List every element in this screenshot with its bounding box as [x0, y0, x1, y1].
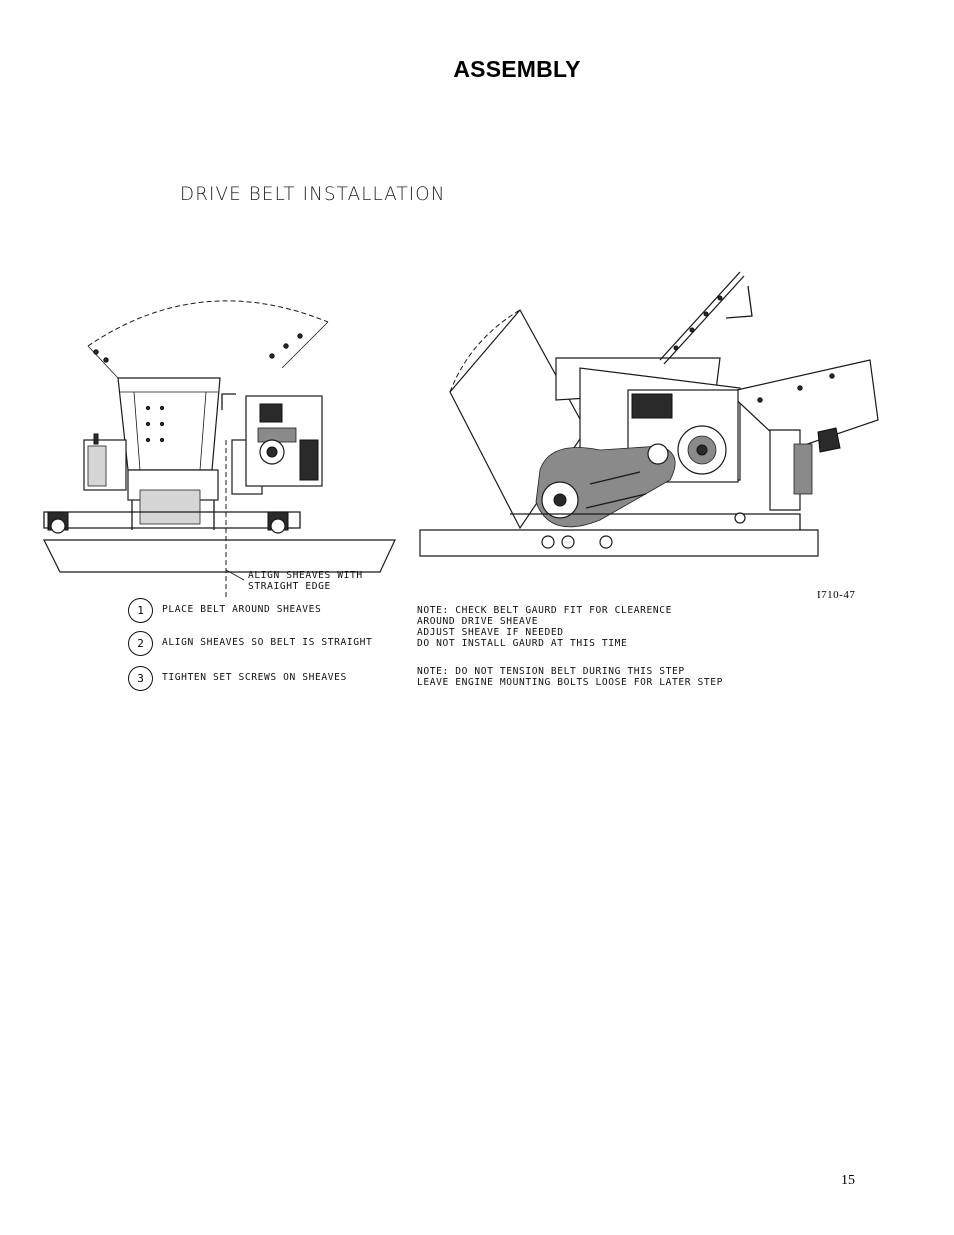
step-number-badge: 2 [128, 631, 153, 656]
step-number-badge: 1 [128, 598, 153, 623]
drawing-title: DRIVE BELT INSTALLATION [180, 183, 446, 205]
step-text: PLACE BELT AROUND SHEAVES [162, 604, 322, 615]
note-belt-guard: NOTE: CHECK BELT GAURD FIT FOR CLEARENCE… [417, 605, 673, 649]
step-text: ALIGN SHEAVES SO BELT IS STRAIGHT [162, 637, 373, 648]
page-number: 15 [841, 1173, 855, 1188]
step-number-badge: 3 [128, 666, 153, 691]
page-heading: ASSEMBLY [453, 56, 581, 82]
step-item: 1 PLACE BELT AROUND SHEAVES [128, 598, 408, 624]
note-belt-tension: NOTE: DO NOT TENSION BELT DURING THIS ST… [417, 666, 724, 688]
front-view-drawing [43, 300, 396, 598]
step-item: 3 TIGHTEN SET SCREWS ON SHEAVES [128, 666, 408, 692]
step-item: 2 ALIGN SHEAVES SO BELT IS STRAIGHT [128, 631, 408, 657]
drawing-id: I710-47 [817, 589, 856, 601]
side-view-drawing [419, 271, 879, 557]
align-sheaves-callout: ALIGN SHEAVES WITH STRAIGHT EDGE [248, 570, 363, 592]
step-text: TIGHTEN SET SCREWS ON SHEAVES [162, 672, 347, 683]
